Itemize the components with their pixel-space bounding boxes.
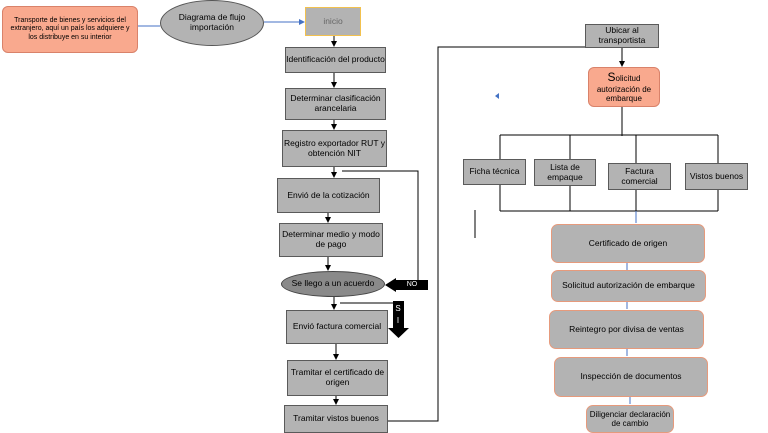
doc-commercial-invoice: Factura comercial [608,163,671,190]
currency-reimbursement-text: Reintegro por divisa de ventas [569,323,684,334]
doc-commercial-invoice-text: Factura comercial [621,165,658,186]
start-node: inicio [305,7,361,36]
document-inspection-text: Inspección de documentos [580,371,682,382]
step-approvals-text: Tramitar vistos buenos [293,413,379,424]
authorization-rest: olicitud autorización de embarque [596,73,652,103]
decision-agreement: Se llego a un acuerdo [281,271,385,297]
intro-note-text: Transporte de bienes y servicios del ext… [10,17,130,41]
intro-note: Transporte de bienes y servicios del ext… [2,6,138,53]
step-payment-method-text: Determinar medio y modo de pago [282,229,380,249]
step-tariff-classification: Determinar clasificación arancelaria [285,88,386,120]
step-origin-certificate-text: Tramitar el certificado de origen [290,367,385,387]
step-register-rut-nit: Registro exportador RUT y obtención NIT [282,130,387,167]
document-inspection: Inspección de documentos [554,357,708,397]
no-arrow-shape [385,278,428,292]
step-tariff-classification-text: Determinar clasificación arancelaria [290,93,381,113]
step-send-invoice: Envió factura comercial [286,310,388,344]
shipment-request: Solicitud autorización de embarque [551,270,706,302]
shipment-authorization-request: Solicitud autorización de embarque [588,67,660,107]
exchange-declaration-text: Diligenciar declaración de cambio [589,409,671,428]
step-payment-method: Determinar medio y modo de pago [279,223,383,257]
origin-certificate: Certificado de origen [551,224,705,263]
exchange-declaration: Diligenciar declaración de cambio [586,405,674,433]
si-label: S I [392,301,404,329]
link-left-right [388,46,588,422]
doc-technical-sheet-text: Ficha técnica [469,166,520,177]
step-approvals: Tramitar vistos buenos [284,405,388,433]
step-send-quote: Envió de la cotización [277,178,380,213]
shipment-request-text: Solicitud autorización de embarque [562,280,695,291]
step-send-invoice-text: Envió factura comercial [292,321,382,332]
origin-certificate-text: Certificado de origen [588,237,668,248]
si-arrow-shape [388,301,409,338]
doc-packing-list: Lista de empaque [534,159,596,186]
title-ellipse: Diagrama de flujo importación [160,0,264,46]
si-label-i: I [396,316,400,325]
locate-carrier: Ubicar al transportista [585,24,659,48]
step-send-quote-text: Envió de la cotización [287,189,370,200]
small-blue-mark [495,93,499,99]
shipment-authorization-request-text: Solicitud autorización de embarque [589,69,659,103]
authorization-initial: S [607,69,616,84]
doc-packing-list-text: Lista de empaque [547,161,583,182]
doc-approvals-text: Vistos buenos [689,170,744,181]
currency-reimbursement: Reintegro por divisa de ventas [549,310,704,349]
step-origin-certificate: Tramitar el certificado de origen [287,360,388,396]
step-identify-product-text: Identificación del producto [286,54,385,65]
step-register-rut-nit-text: Registro exportador RUT y obtención NIT [284,137,385,158]
start-node-text: inicio [323,15,343,26]
no-label-text: NO [406,280,418,288]
decision-agreement-text: Se llego a un acuerdo [291,278,375,289]
doc-approvals: Vistos buenos [685,163,748,190]
doc-technical-sheet: Ficha técnica [463,159,526,185]
no-label: NO [397,280,427,290]
step-identify-product: Identificación del producto [285,47,386,73]
locate-carrier-text: Ubicar al transportista [598,25,646,45]
si-label-s: S [395,304,401,313]
title-ellipse-text: Diagrama de flujo importación [178,12,246,32]
